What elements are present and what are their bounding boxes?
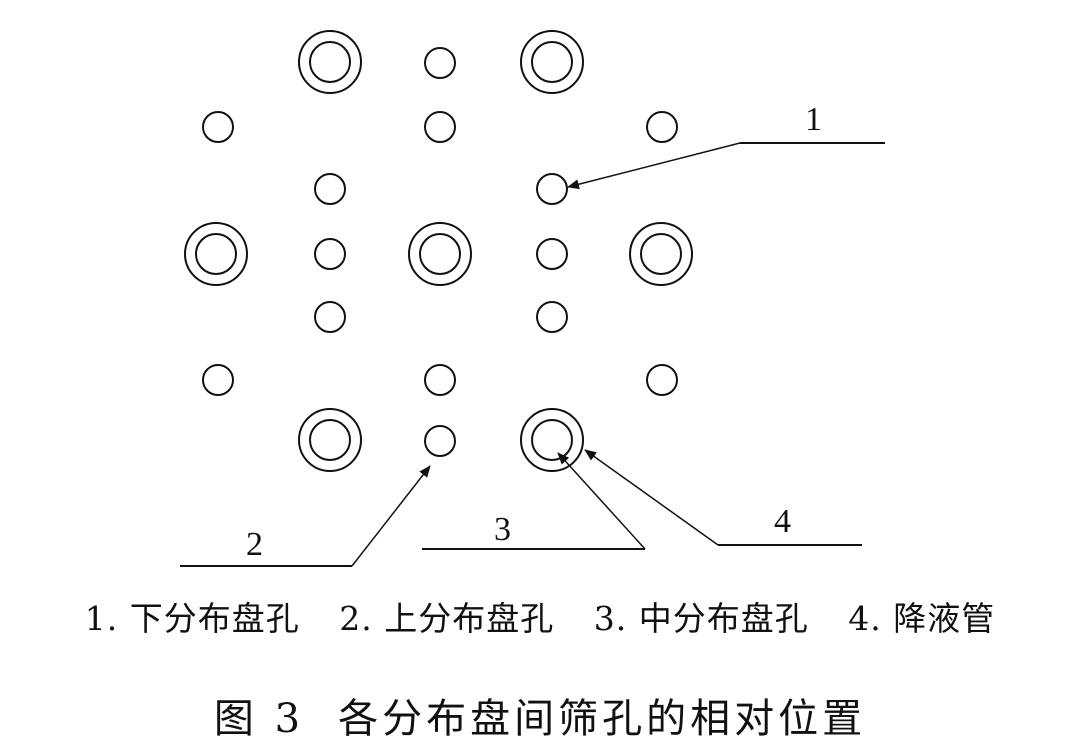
downcomer-hole [520,30,584,94]
legend-item-text: 上分布盘孔 [384,599,555,638]
sieve-hole [424,47,456,79]
figure-label: 图 3 [213,696,305,742]
downcomer-group [184,30,693,472]
sieve-hole [646,364,678,396]
sieve-hole-layout-diagram: 1 2 3 4 [180,30,885,567]
sieve-hole [314,173,346,205]
figure-title: 各分布盘间筛孔的相对位置 [338,696,867,742]
sieve-hole [646,111,678,143]
callout-3: 3 [422,452,646,550]
callout-2-number: 2 [246,526,263,563]
downcomer-hole [629,222,693,286]
legend-item-2: 2. 上分布盘孔 [339,599,554,638]
legend-item-4: 4. 降液管 [848,599,995,638]
downcomer-hole [520,408,584,472]
downcomer-hole [298,408,362,472]
callout-1: 1 [567,101,885,190]
sieve-hole [314,301,346,333]
legend-item-number: 3. [593,599,628,638]
legend: 1. 下分布盘孔 2. 上分布盘孔 3. 中分布盘孔 4. 降液管 [0,592,1080,640]
legend-item-text: 降液管 [893,599,996,638]
legend-item-number: 2. [339,599,373,638]
sieve-hole [202,364,234,396]
callout-3-number: 3 [494,511,511,548]
legend-item-text: 中分布盘孔 [638,599,809,638]
downcomer-hole [184,222,248,286]
sieve-hole-group [202,47,678,457]
callout-2: 2 [180,465,431,567]
sieve-hole [424,364,456,396]
sieve-hole [424,425,456,457]
sieve-hole [536,173,568,205]
legend-item-1: 1. 下分布盘孔 [85,599,300,638]
sieve-hole [314,238,346,270]
sieve-hole [536,238,568,270]
sieve-hole [202,111,234,143]
legend-item-text: 下分布盘孔 [129,599,300,638]
figure-caption: 图 3 各分布盘间筛孔的相对位置 [0,686,1080,744]
legend-item-number: 1. [84,599,119,638]
legend-item-3: 3. 中分布盘孔 [594,599,809,638]
callout-4-number: 4 [774,503,791,540]
callout-4: 4 [584,449,862,546]
callout-1-number: 1 [805,101,822,138]
legend-item-number: 4. [848,599,882,638]
downcomer-hole [408,222,472,286]
sieve-hole [424,111,456,143]
downcomer-hole [298,30,362,94]
sieve-hole [536,301,568,333]
